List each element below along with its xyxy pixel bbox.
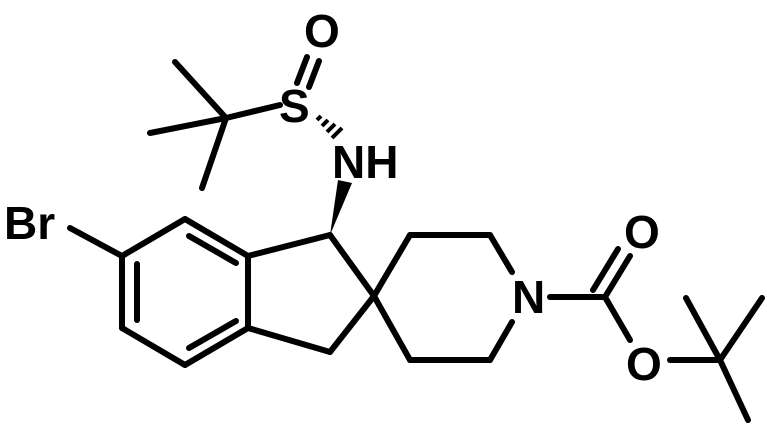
atom-piperidine-nitrogen: N bbox=[512, 271, 545, 323]
bond-ar-6 bbox=[182, 216, 251, 259]
atom-ester-oxygen: O bbox=[626, 338, 662, 390]
bond-tbu-s bbox=[223, 102, 283, 121]
bond-boc-ch3-top bbox=[683, 295, 723, 363]
bond-ar-4 bbox=[182, 325, 251, 368]
atom-carbonyl-oxygen: O bbox=[624, 206, 660, 258]
bond-tbu-s-ch3-bottom bbox=[199, 115, 229, 191]
bond-ar-inner-1 bbox=[186, 233, 239, 266]
bond-so-1 bbox=[294, 54, 310, 86]
atom-amine: NH bbox=[332, 136, 398, 188]
bond-ar-3 bbox=[119, 325, 188, 368]
atom-bromine: Br bbox=[4, 197, 55, 249]
bond-c-br bbox=[67, 225, 125, 259]
bond-pip-6 bbox=[371, 293, 413, 363]
bond-tbu-s-ch3-top bbox=[172, 59, 229, 121]
bond-c-o-double-1 bbox=[602, 253, 633, 300]
bond-c3a-c1 bbox=[245, 232, 333, 259]
bond-ar-1 bbox=[119, 216, 188, 259]
bond-c2-c3 bbox=[327, 293, 377, 355]
bond-pip-1 bbox=[371, 232, 413, 299]
bond-c-o-ester bbox=[602, 294, 633, 343]
bond-ar-inner-3 bbox=[186, 318, 239, 351]
bond-pip-3 bbox=[487, 232, 515, 275]
bond-c-o-double-2 bbox=[590, 246, 621, 293]
atom-sulfinyl-oxygen: O bbox=[304, 5, 340, 57]
bond-c1-c2 bbox=[327, 232, 377, 299]
atom-sulfur: S bbox=[279, 80, 310, 132]
bond-pip-4 bbox=[487, 319, 515, 363]
bond-boc-ch3-bottom bbox=[717, 357, 751, 423]
wedge-bond-c1-nh bbox=[330, 180, 352, 235]
bond-c3-c7a bbox=[245, 325, 333, 355]
hashed-bond-s-nh bbox=[315, 114, 344, 140]
bond-so-2 bbox=[306, 58, 322, 90]
bond-boc-ch3-right bbox=[717, 295, 765, 363]
bond-tbu-s-ch3-left bbox=[147, 115, 229, 136]
